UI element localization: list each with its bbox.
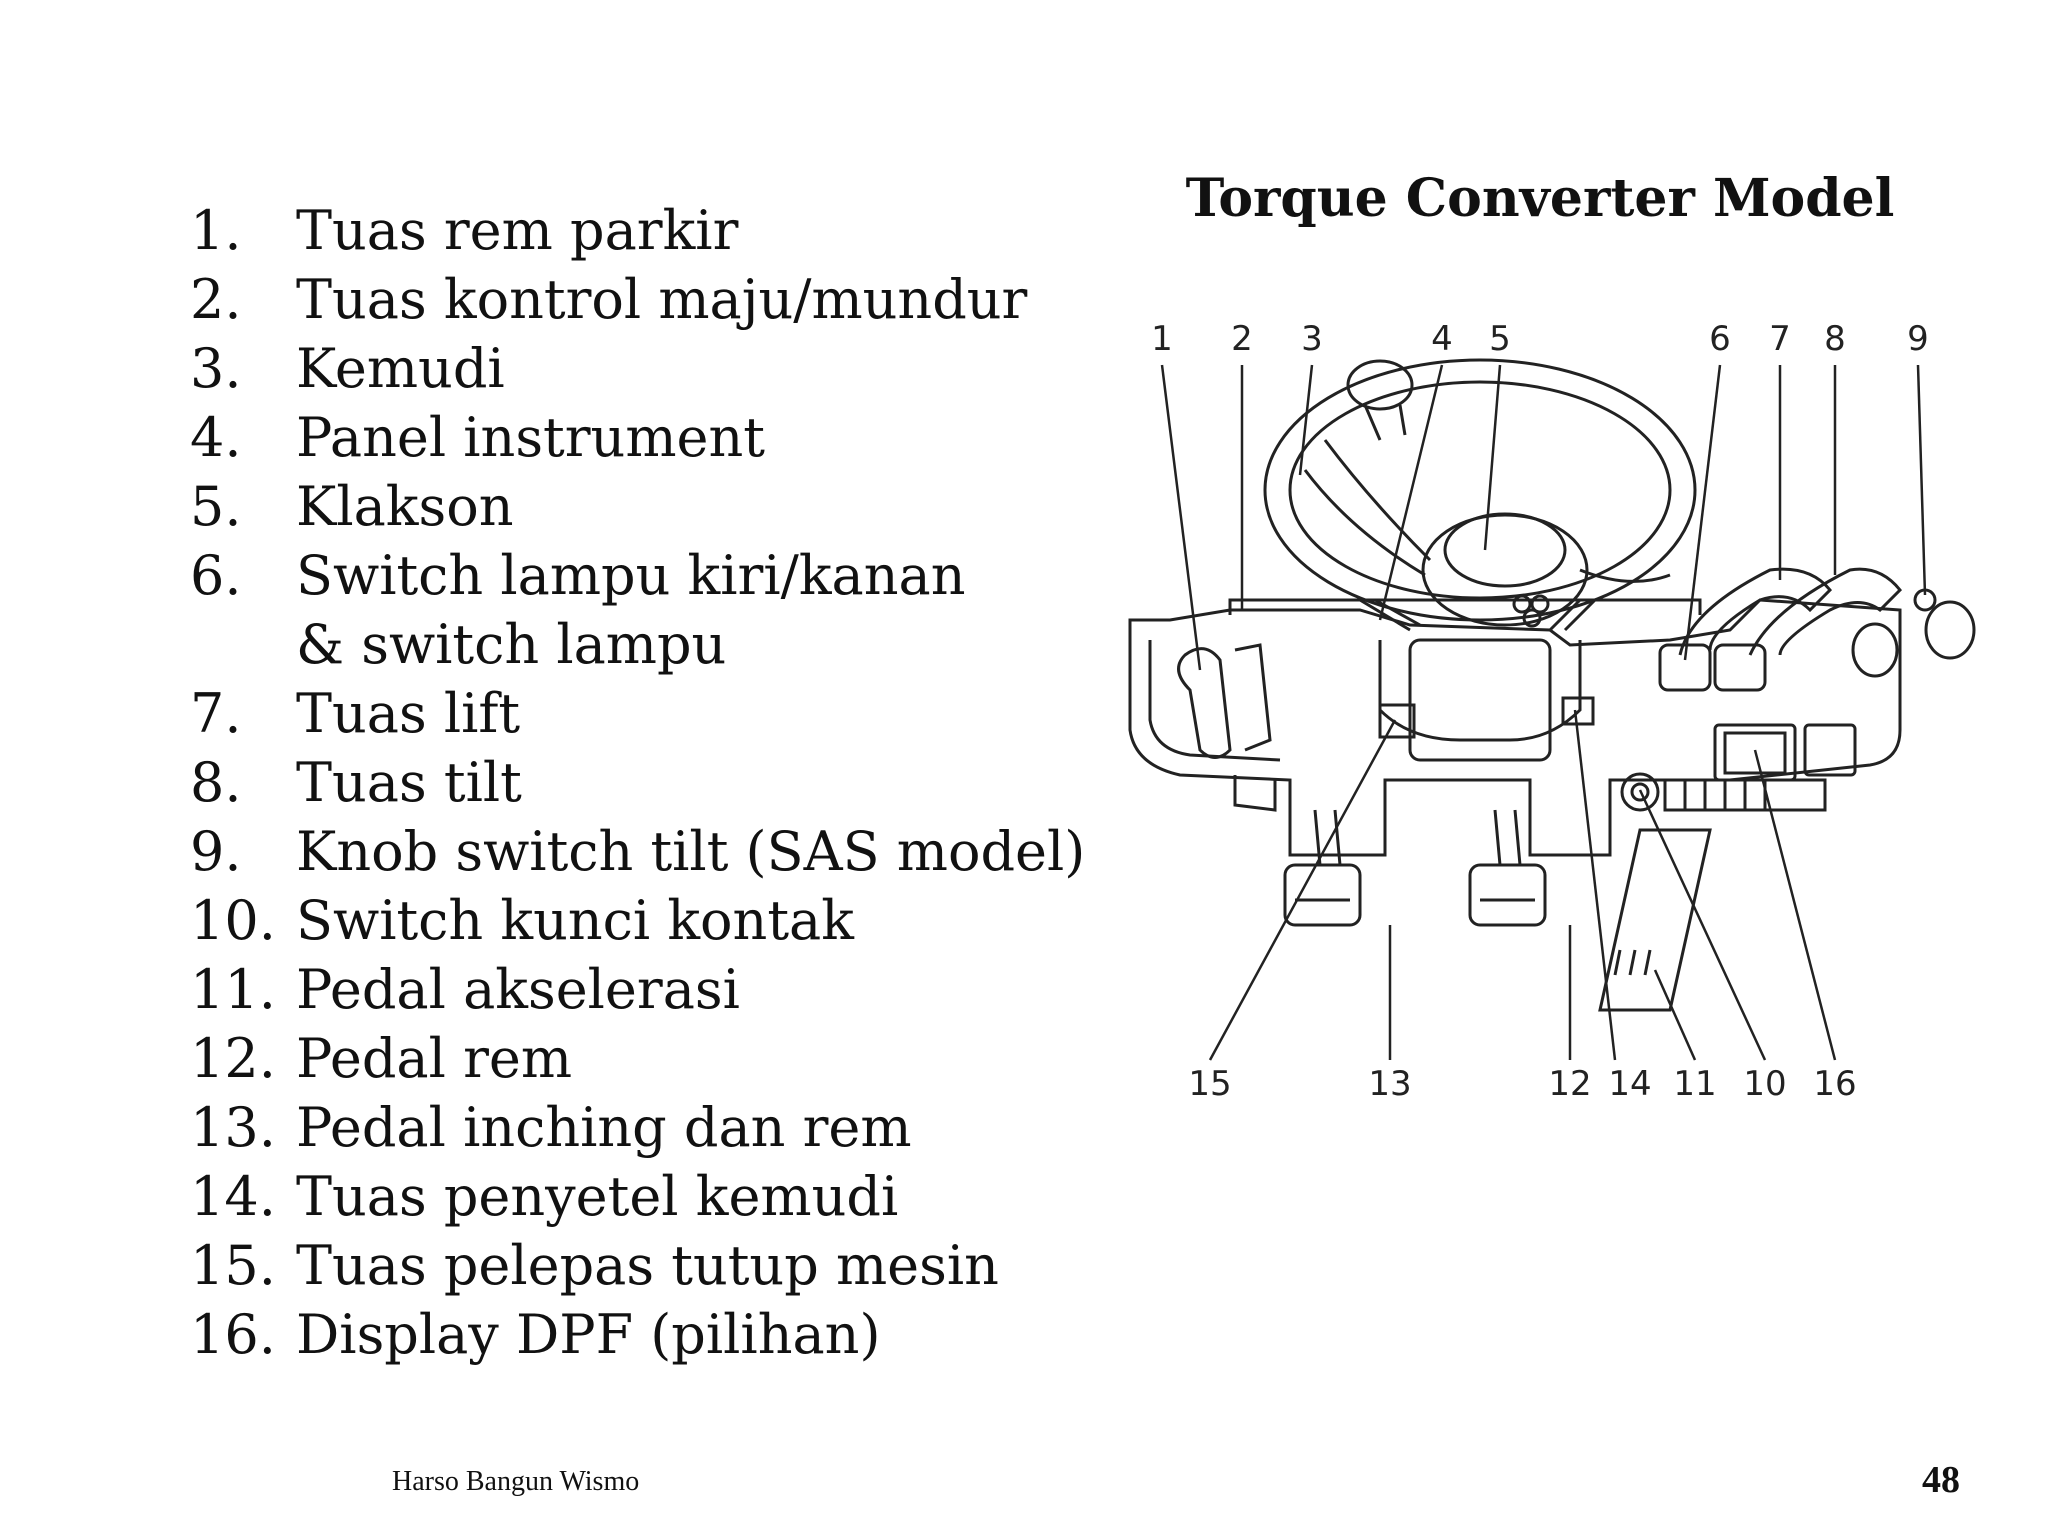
steering-wheel [1263,358,1697,622]
lift-lever [1678,567,1833,656]
item-number: 7. [190,682,242,745]
item-label: Knob switch tilt (SAS model) [296,820,1086,883]
callout-10: 10 [1743,1064,1786,1104]
spinner-knob [1346,359,1414,411]
item-number: 11. [190,958,276,1021]
tilt-knob [1851,622,1899,678]
item-number: 15. [190,1234,276,1297]
sas-knob [1924,600,1976,660]
item-label: Kemudi [296,337,505,400]
list-item: 14. Tuas penyetel kemudi [190,1162,1116,1231]
list-item: 3. Kemudi [190,334,1116,403]
parts-list: 1. Tuas rem parkir 2. Tuas kontrol maju/mu… [190,196,1116,1369]
item-number: 10. [190,889,276,952]
item-label: Switch kunci kontak [296,889,854,952]
accelerator-pedal [1598,828,1712,1012]
item-label: Pedal akselerasi [296,958,740,1021]
list-item: 15. Tuas pelepas tutup mesin [190,1231,1116,1300]
callout-5: 5 [1489,319,1511,359]
horn-hub [1421,513,1589,627]
item-label: Tuas penyetel kemudi [296,1165,899,1228]
list-item: 1. Tuas rem parkir [190,196,1116,265]
parking-brake-lever [1177,647,1232,759]
inching-pedal [1283,863,1362,927]
callout-15: 15 [1188,1064,1231,1104]
item-label: Pedal rem [296,1027,573,1090]
list-item: 5. Klakson [190,472,1116,541]
callout-6: 6 [1709,319,1731,359]
item-label: Panel instrument [296,406,765,469]
list-item: 4. Panel instrument [190,403,1116,472]
item-number: 2. [190,268,242,331]
footer-author: Harso Bangun Wismo [392,1466,640,1497]
diagram-title: Torque Converter Model [1185,168,1895,229]
item-label: Klakson [296,475,514,538]
callout-9: 9 [1907,319,1929,359]
callout-2: 2 [1231,319,1253,359]
item-number: 4. [190,406,242,469]
forklift-cockpit-diagram: 1 2 3 4 5 6 7 8 9 15 13 12 14 11 10 16 [1128,319,1976,1104]
list-item: 2. Tuas kontrol maju/mundur [190,265,1116,334]
item-number: 5. [190,475,242,538]
item-number: 13. [190,1096,276,1159]
item-label: Tuas pelepas tutup mesin [296,1234,999,1297]
callout-12: 12 [1548,1064,1591,1104]
callout-1: 1 [1151,319,1173,359]
item-number: 16. [190,1303,276,1366]
item-number: 12. [190,1027,276,1090]
callout-16: 16 [1813,1064,1856,1104]
item-label: Pedal inching dan rem [296,1096,912,1159]
callout-3: 3 [1301,319,1323,359]
list-item: 12. Pedal rem [190,1024,1116,1093]
item-label: Tuas tilt [296,751,522,814]
list-item: 7. Tuas lift [190,679,1116,748]
page-number: 48 [1922,1459,1960,1501]
callout-4: 4 [1431,319,1453,359]
item-label: Switch lampu kiri/kanan & switch lampu [296,544,966,676]
list-item: 8. Tuas tilt [190,748,1116,817]
item-number: 6. [190,544,242,607]
callout-13: 13 [1368,1064,1411,1104]
callout-7: 7 [1769,319,1791,359]
ignition-switch [1620,772,1660,812]
item-label: Tuas kontrol maju/mundur [296,268,1028,331]
callout-11: 11 [1673,1064,1716,1104]
tilt-lever [1748,567,1903,656]
item-number: 8. [190,751,242,814]
item-number: 3. [190,337,242,400]
brake-pedal [1468,863,1547,927]
list-item: 16. Display DPF (pilihan) [190,1300,1116,1369]
item-label: Tuas lift [296,682,521,745]
item-number: 9. [190,820,242,883]
callout-8: 8 [1824,319,1846,359]
item-label: Display DPF (pilihan) [296,1303,881,1366]
list-item: 10. Switch kunci kontak [190,886,1116,955]
list-item: 9. Knob switch tilt (SAS model) [190,817,1116,886]
callout-14: 14 [1608,1064,1651,1104]
dashboard-outline [1128,598,1902,857]
item-label: Tuas rem parkir [296,199,739,262]
item-number: 14. [190,1165,276,1228]
list-item: 6. Switch lampu kiri/kanan & switch lampu [190,541,1116,679]
item-number: 1. [190,199,242,262]
list-item: 11. Pedal akselerasi [190,955,1116,1024]
list-item: 13. Pedal inching dan rem [190,1093,1116,1162]
direction-lever [1228,598,1702,615]
